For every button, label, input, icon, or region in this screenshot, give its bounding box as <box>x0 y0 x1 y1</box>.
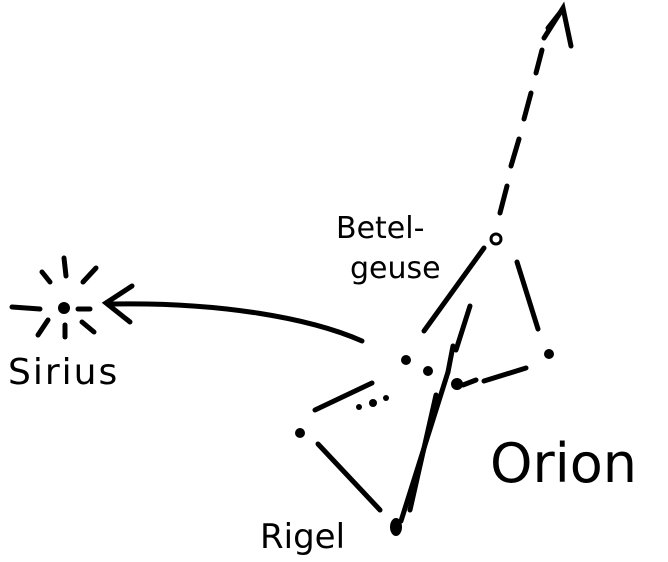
club-star <box>295 428 305 438</box>
dot-2 <box>369 399 377 407</box>
bellatrix-star <box>401 355 411 365</box>
betelgeuse-star <box>491 234 501 244</box>
label-orion: Orion <box>490 432 637 495</box>
sirius-rays <box>12 258 96 337</box>
label-sirius: Sirius <box>8 352 119 393</box>
dot-1 <box>356 404 362 410</box>
label-betelgeuse-2: geuse <box>350 251 441 286</box>
label-betelgeuse-1: Betel- <box>336 211 424 246</box>
dot-3 <box>383 395 389 401</box>
pointer-line-up <box>500 14 559 213</box>
shoulder-star <box>544 349 554 359</box>
arrow-to-sirius <box>112 304 362 341</box>
label-rigel: Rigel <box>260 517 345 557</box>
rigel-star <box>390 518 402 536</box>
belt-star-left <box>423 366 433 376</box>
belt-star-right <box>451 378 463 390</box>
arrowhead-up-icon <box>544 8 571 46</box>
sirius-star <box>58 302 70 314</box>
